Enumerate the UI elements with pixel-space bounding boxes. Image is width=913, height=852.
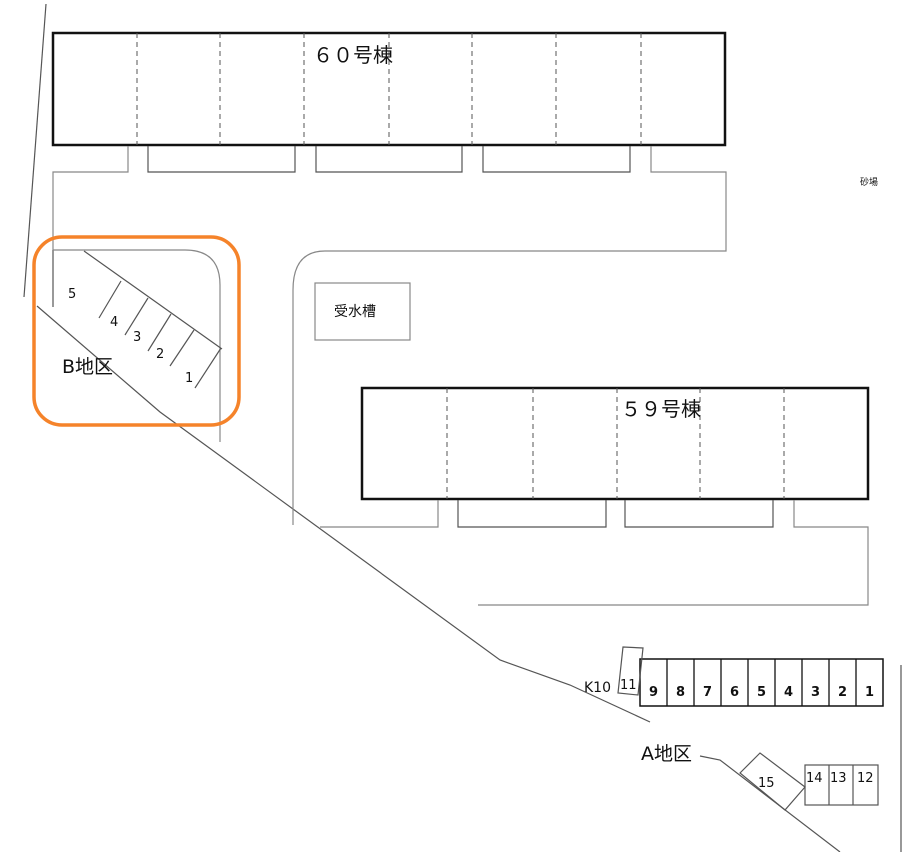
b-district-label: B地区 (62, 356, 113, 378)
walkway-60 (52, 146, 727, 525)
a-small-row (804, 764, 879, 806)
a-space-3[interactable]: 3 (811, 685, 820, 700)
building-60-label: ６０号棟 (313, 43, 393, 67)
a-space-8[interactable]: 8 (676, 685, 685, 700)
water-tank-box (314, 282, 411, 341)
a-district-label: A地区 (641, 743, 692, 765)
a-space-7[interactable]: 7 (703, 685, 712, 700)
a-space-11[interactable]: 11 (620, 678, 637, 693)
building-60[interactable] (51, 31, 727, 147)
sandbox-label: 砂場 (860, 176, 878, 188)
building-59[interactable] (360, 386, 870, 501)
boundary-line-diagonal-lower (699, 755, 841, 852)
b-district-highlight (32, 235, 241, 427)
b-space-3[interactable]: 3 (133, 330, 141, 345)
a-space-6[interactable]: 6 (730, 685, 739, 700)
b-space-1[interactable]: 1 (185, 371, 193, 386)
a-space-11-box (617, 646, 644, 696)
a-space-2[interactable]: 2 (838, 685, 847, 700)
b-district-parking (52, 249, 223, 442)
a-space-15[interactable]: 15 (758, 776, 775, 791)
boundary-line-diagonal (36, 305, 651, 723)
b-space-5[interactable]: 5 (68, 287, 76, 302)
a-district-row (639, 658, 884, 707)
a-space-14[interactable]: 14 (806, 771, 823, 786)
a-space-9[interactable]: 9 (649, 685, 658, 700)
a-space-13[interactable]: 13 (830, 771, 847, 786)
water-tank-label: 受水槽 (334, 304, 376, 320)
b-space-4[interactable]: 4 (110, 315, 118, 330)
k10-label[interactable]: K10 (584, 680, 611, 696)
b-space-2[interactable]: 2 (156, 347, 164, 362)
a-space-4[interactable]: 4 (784, 685, 793, 700)
a-space-5[interactable]: 5 (757, 685, 766, 700)
a-space-1[interactable]: 1 (865, 685, 874, 700)
building-59-label: ５９号棟 (621, 397, 701, 421)
boundary-line-west (23, 3, 47, 298)
a-space-12[interactable]: 12 (857, 771, 874, 786)
walkway-59 (320, 500, 869, 606)
